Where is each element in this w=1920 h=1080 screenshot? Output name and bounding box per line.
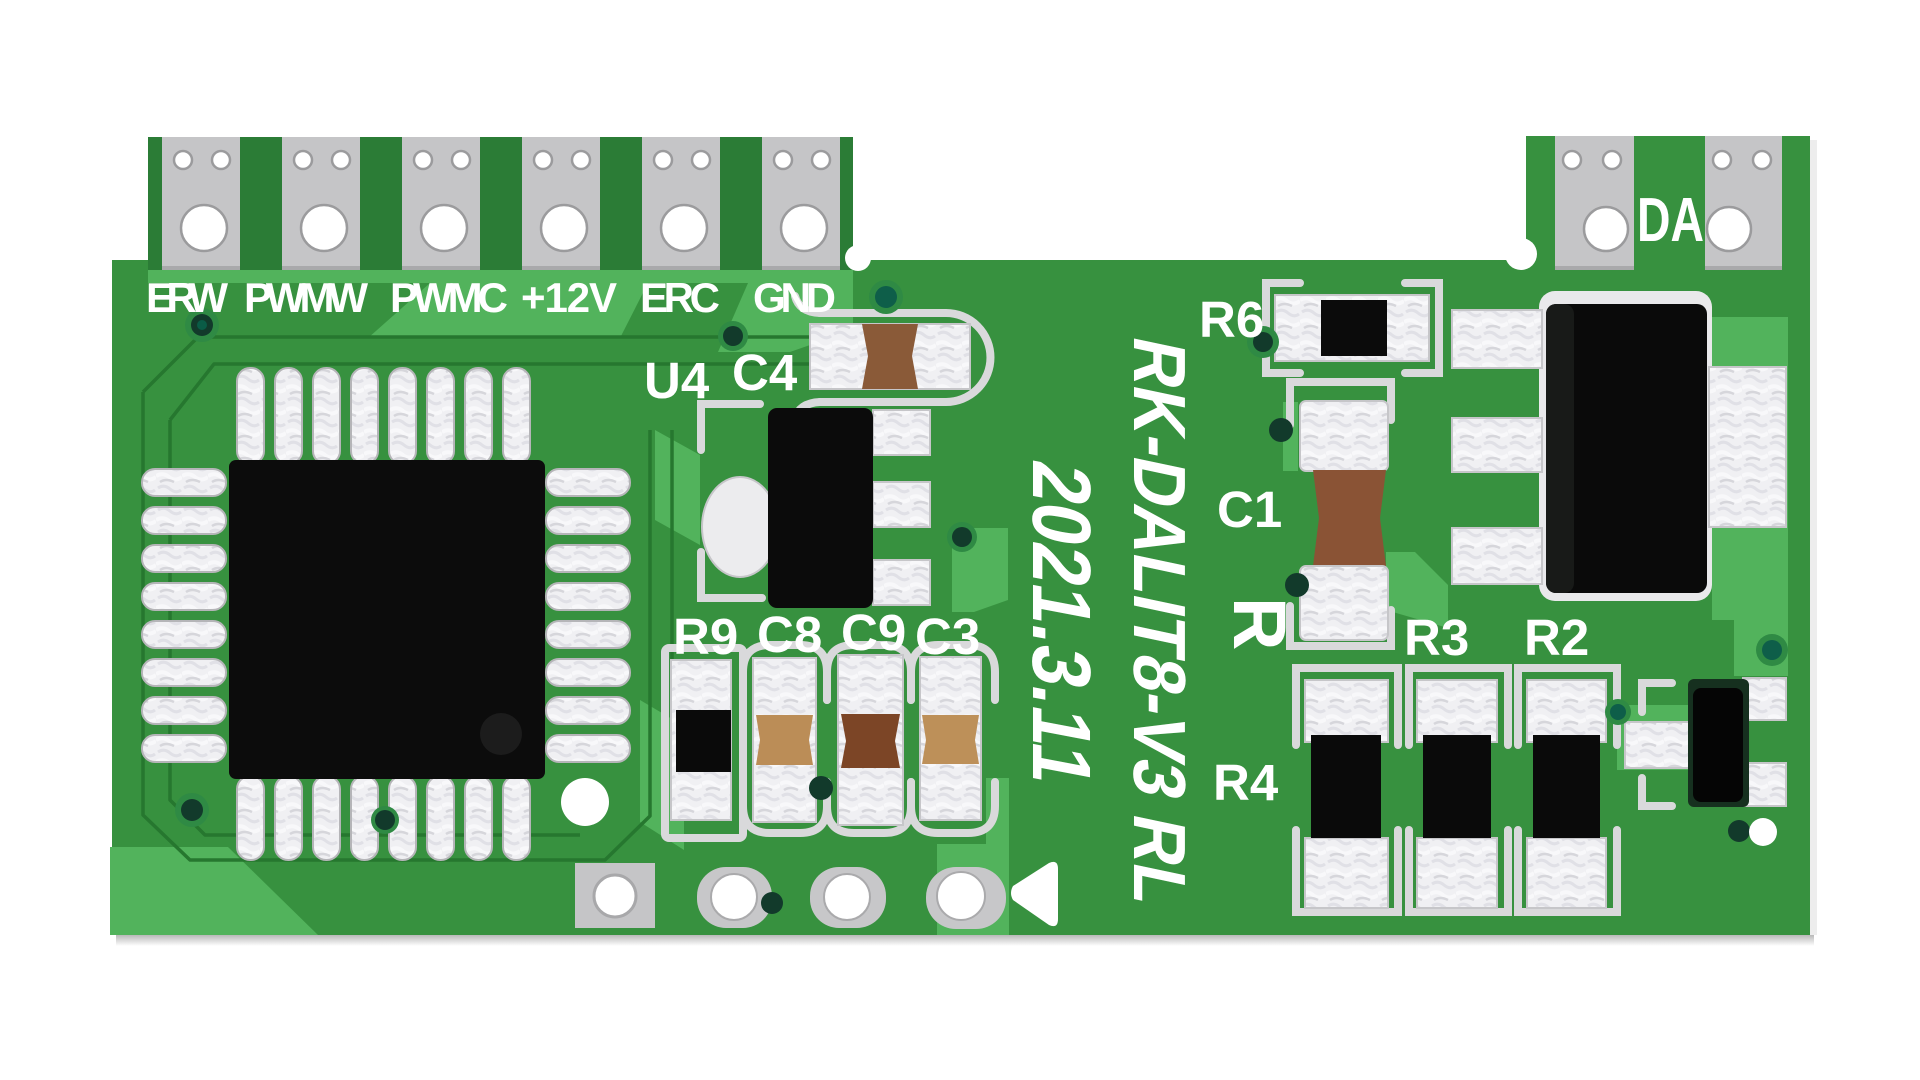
svg-text:U4: U4 xyxy=(644,352,710,409)
svg-text:RK-DALIT8-V3 RL: RK-DALIT8-V3 RL xyxy=(1118,331,1201,916)
svg-text:R3: R3 xyxy=(1404,609,1469,666)
svg-text:ERW: ERW xyxy=(146,274,228,321)
svg-text:C9: C9 xyxy=(841,604,906,661)
svg-text:GND: GND xyxy=(753,274,836,321)
svg-text:ERC: ERC xyxy=(640,274,720,321)
svg-text:R4: R4 xyxy=(1213,754,1279,811)
svg-text:R2: R2 xyxy=(1524,609,1589,666)
svg-text:2021.3.11: 2021.3.11 xyxy=(1015,455,1108,795)
svg-text:C1: C1 xyxy=(1217,481,1282,538)
svg-text:DA: DA xyxy=(1637,186,1704,255)
svg-text:PWMW: PWMW xyxy=(244,274,368,321)
svg-text:R9: R9 xyxy=(673,608,738,665)
svg-text:R6: R6 xyxy=(1199,291,1264,348)
svg-text:C8: C8 xyxy=(757,606,822,663)
svg-text:C3: C3 xyxy=(915,608,980,665)
svg-text:PWMC: PWMC xyxy=(390,274,508,321)
svg-text:+12V: +12V xyxy=(521,274,617,321)
svg-text:R: R xyxy=(1218,597,1301,650)
svg-text:C4: C4 xyxy=(732,344,798,401)
